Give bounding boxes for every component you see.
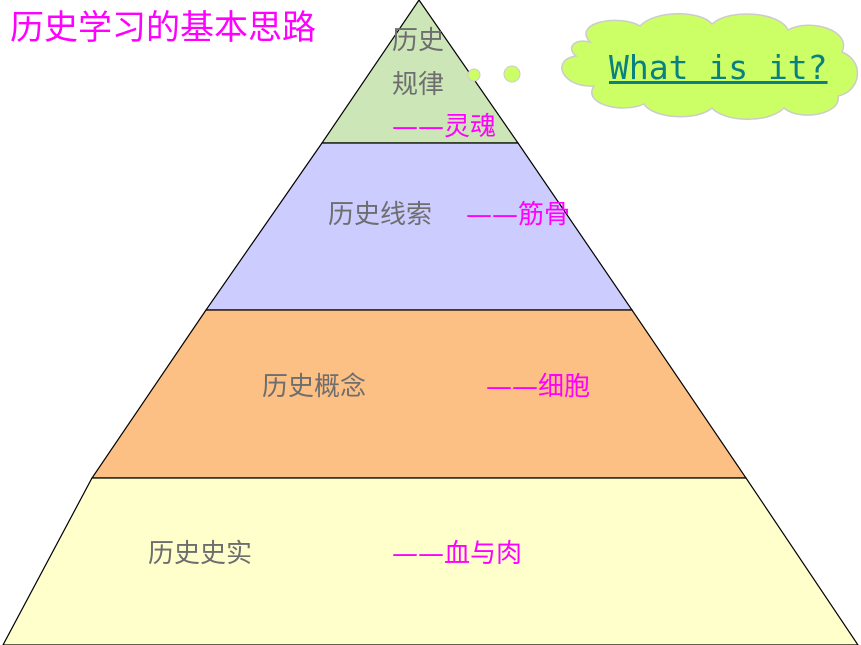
- level-clues-name: 历史线索: [328, 200, 433, 230]
- pyramid-tier-facts: [2, 477, 859, 645]
- level-laws-name-line2: 规律: [392, 70, 445, 100]
- level-facts-meaning: ——血与肉: [392, 539, 523, 569]
- level-concepts-meaning: ——细胞: [486, 372, 591, 402]
- level-laws-name-line1: 历史: [392, 26, 445, 56]
- thought-bubble-small: [467, 68, 481, 82]
- what-is-it-link[interactable]: What is it?: [609, 48, 828, 87]
- level-laws-meaning: ——灵魂: [392, 112, 497, 142]
- level-concepts-name: 历史概念: [262, 372, 367, 402]
- cloud-callout: [561, 13, 859, 120]
- thought-bubble-medium: [503, 65, 521, 83]
- level-facts-name: 历史史实: [148, 539, 253, 569]
- pyramid-tier-concepts: [90, 309, 748, 479]
- page-title: 历史学习的基本思路: [10, 8, 316, 48]
- level-clues-meaning: ——筋骨: [466, 200, 571, 230]
